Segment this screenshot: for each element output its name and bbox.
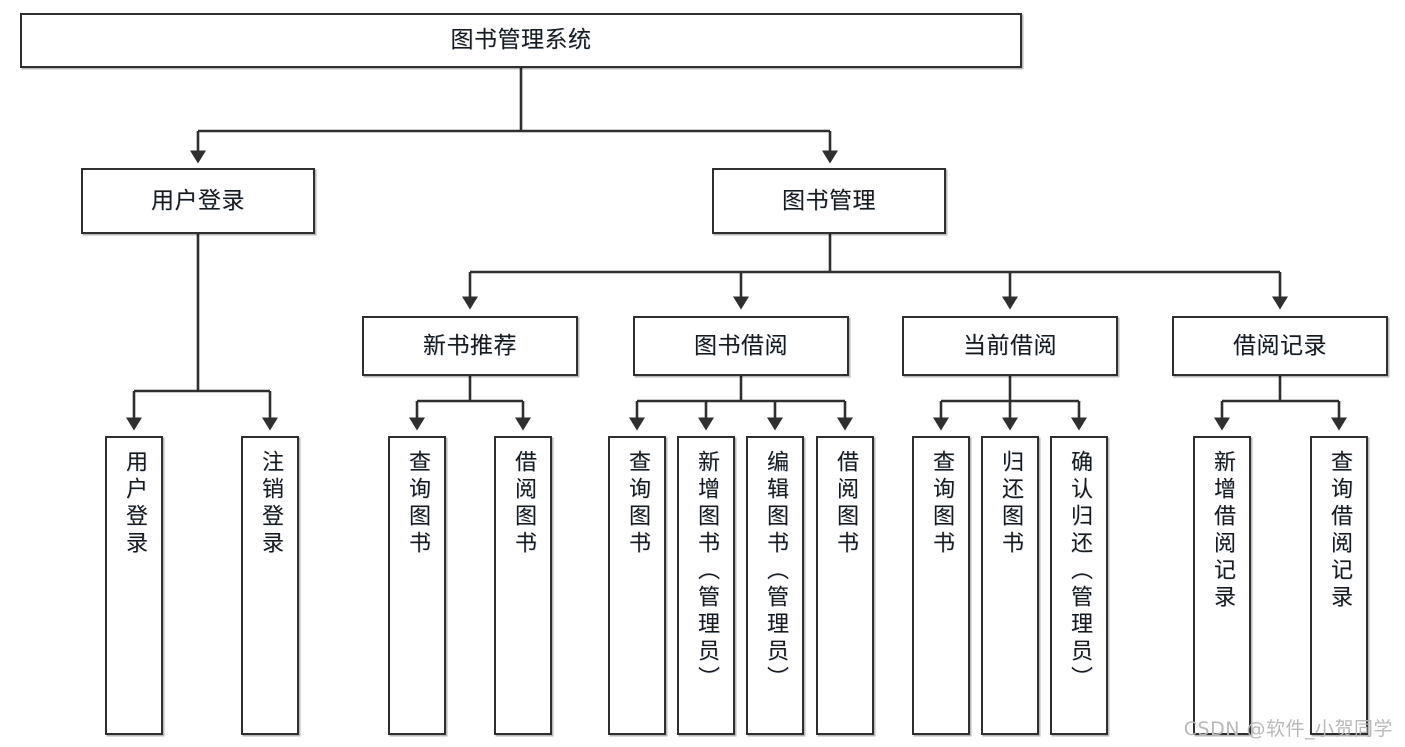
connector-bookmgmt-to-level3: [462, 234, 1288, 310]
node-label: 查询图书: [625, 450, 650, 558]
node-label: 新书推荐: [423, 332, 517, 359]
node-label: 归还图书: [998, 450, 1023, 558]
node-label: 确认归还（管理员）: [1067, 450, 1092, 693]
node-leaf-add-book[interactable]: 新增图书（管理员）: [677, 436, 735, 735]
node-leaf-add-record[interactable]: 新增借阅记录: [1193, 436, 1251, 735]
node-label: 图书管理系统: [450, 27, 592, 54]
node-book-management[interactable]: 图书管理: [712, 168, 946, 234]
connector-currentborrow-to-leaves: [933, 376, 1087, 431]
connector-newbook-to-leaves: [409, 376, 531, 431]
node-current-borrow[interactable]: 当前借阅: [902, 316, 1118, 376]
node-label: 查询图书: [929, 450, 954, 558]
node-root-system[interactable]: 图书管理系统: [20, 13, 1022, 68]
node-new-book-recommend[interactable]: 新书推荐: [362, 316, 578, 376]
node-book-borrow[interactable]: 图书借阅: [633, 316, 849, 376]
node-label: 注销登录: [258, 450, 283, 558]
connector-borrowrecord-to-leaves: [1214, 376, 1347, 431]
node-label: 编辑图书（管理员）: [763, 450, 788, 693]
node-label: 新增图书（管理员）: [694, 450, 719, 693]
node-label: 借阅图书: [511, 450, 536, 558]
node-label: 图书管理: [782, 187, 876, 214]
node-label: 用户登录: [151, 187, 245, 214]
node-label: 图书借阅: [694, 332, 788, 359]
node-leaf-user-login[interactable]: 用户登录: [105, 436, 163, 735]
node-borrow-record[interactable]: 借阅记录: [1172, 316, 1388, 376]
node-leaf-query-book-2[interactable]: 查询图书: [608, 436, 666, 735]
node-leaf-return-book[interactable]: 归还图书: [981, 436, 1039, 735]
node-label: 查询借阅记录: [1327, 450, 1352, 612]
node-leaf-borrow-book-2[interactable]: 借阅图书: [816, 436, 874, 735]
node-label: 借阅图书: [833, 450, 858, 558]
connector-root-to-level2: [190, 68, 838, 164]
node-leaf-query-book-1[interactable]: 查询图书: [388, 436, 446, 735]
node-user-login[interactable]: 用户登录: [81, 168, 315, 234]
node-label: 用户登录: [122, 450, 147, 558]
node-label: 当前借阅: [963, 332, 1057, 359]
node-leaf-query-book-3[interactable]: 查询图书: [912, 436, 970, 735]
node-label: 借阅记录: [1233, 332, 1327, 359]
csdn-watermark: CSDN @软件_小贺同学: [1183, 718, 1393, 740]
node-leaf-confirm-return[interactable]: 确认归还（管理员）: [1050, 436, 1108, 735]
connector-bookborrow-to-leaves: [629, 376, 853, 431]
node-leaf-query-record[interactable]: 查询借阅记录: [1310, 436, 1368, 735]
node-label: 查询图书: [405, 450, 430, 558]
node-leaf-borrow-book-1[interactable]: 借阅图书: [494, 436, 552, 735]
node-leaf-logout-login[interactable]: 注销登录: [241, 436, 299, 735]
connector-userlogin-to-leaves: [126, 234, 278, 431]
node-label: 新增借阅记录: [1210, 450, 1235, 612]
node-leaf-edit-book[interactable]: 编辑图书（管理员）: [746, 436, 804, 735]
